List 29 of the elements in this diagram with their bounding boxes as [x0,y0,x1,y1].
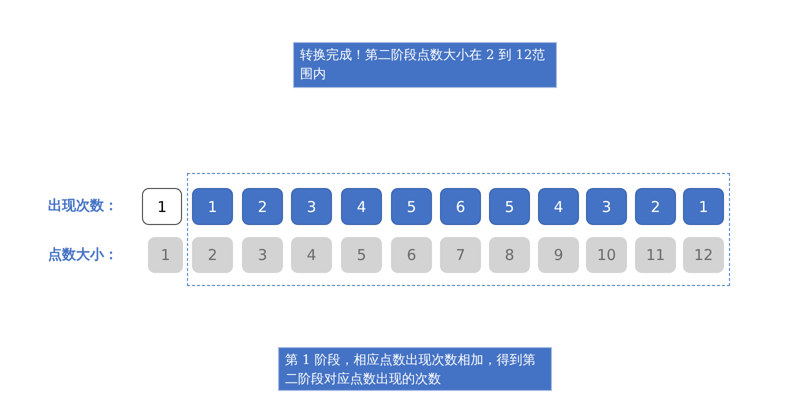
note-box: 第 1 阶段，相应点数出现次数相加，得到第二阶段对应点数出现的次数 [278,347,552,391]
count-box: 5 [489,188,530,225]
count-box: 4 [538,188,579,225]
point-box: 4 [291,237,332,273]
point-box: 11 [635,237,676,273]
count-box: 4 [341,188,382,225]
count-box: 5 [391,188,432,225]
count-box: 6 [440,188,481,225]
note-box: 转换完成！第二阶段点数大小在 2 到 12范围内 [293,42,557,88]
point-box: 9 [538,237,579,273]
count-box: 1 [142,188,182,225]
count-box: 3 [586,188,627,225]
point-box: 2 [192,237,233,273]
point-box: 10 [586,237,627,273]
point-box: 1 [148,237,183,273]
count-box: 1 [192,188,233,225]
count-box: 2 [635,188,676,225]
point-box: 5 [341,237,382,273]
point-box: 3 [242,237,283,273]
row-label: 出现次数： [48,197,118,215]
dashed-group-box [187,173,730,286]
count-box: 1 [683,188,724,225]
point-box: 8 [489,237,530,273]
point-box: 12 [683,237,724,273]
point-box: 6 [391,237,432,273]
point-box: 7 [440,237,481,273]
row-label: 点数大小： [48,246,118,264]
count-box: 3 [291,188,332,225]
count-box: 2 [242,188,283,225]
